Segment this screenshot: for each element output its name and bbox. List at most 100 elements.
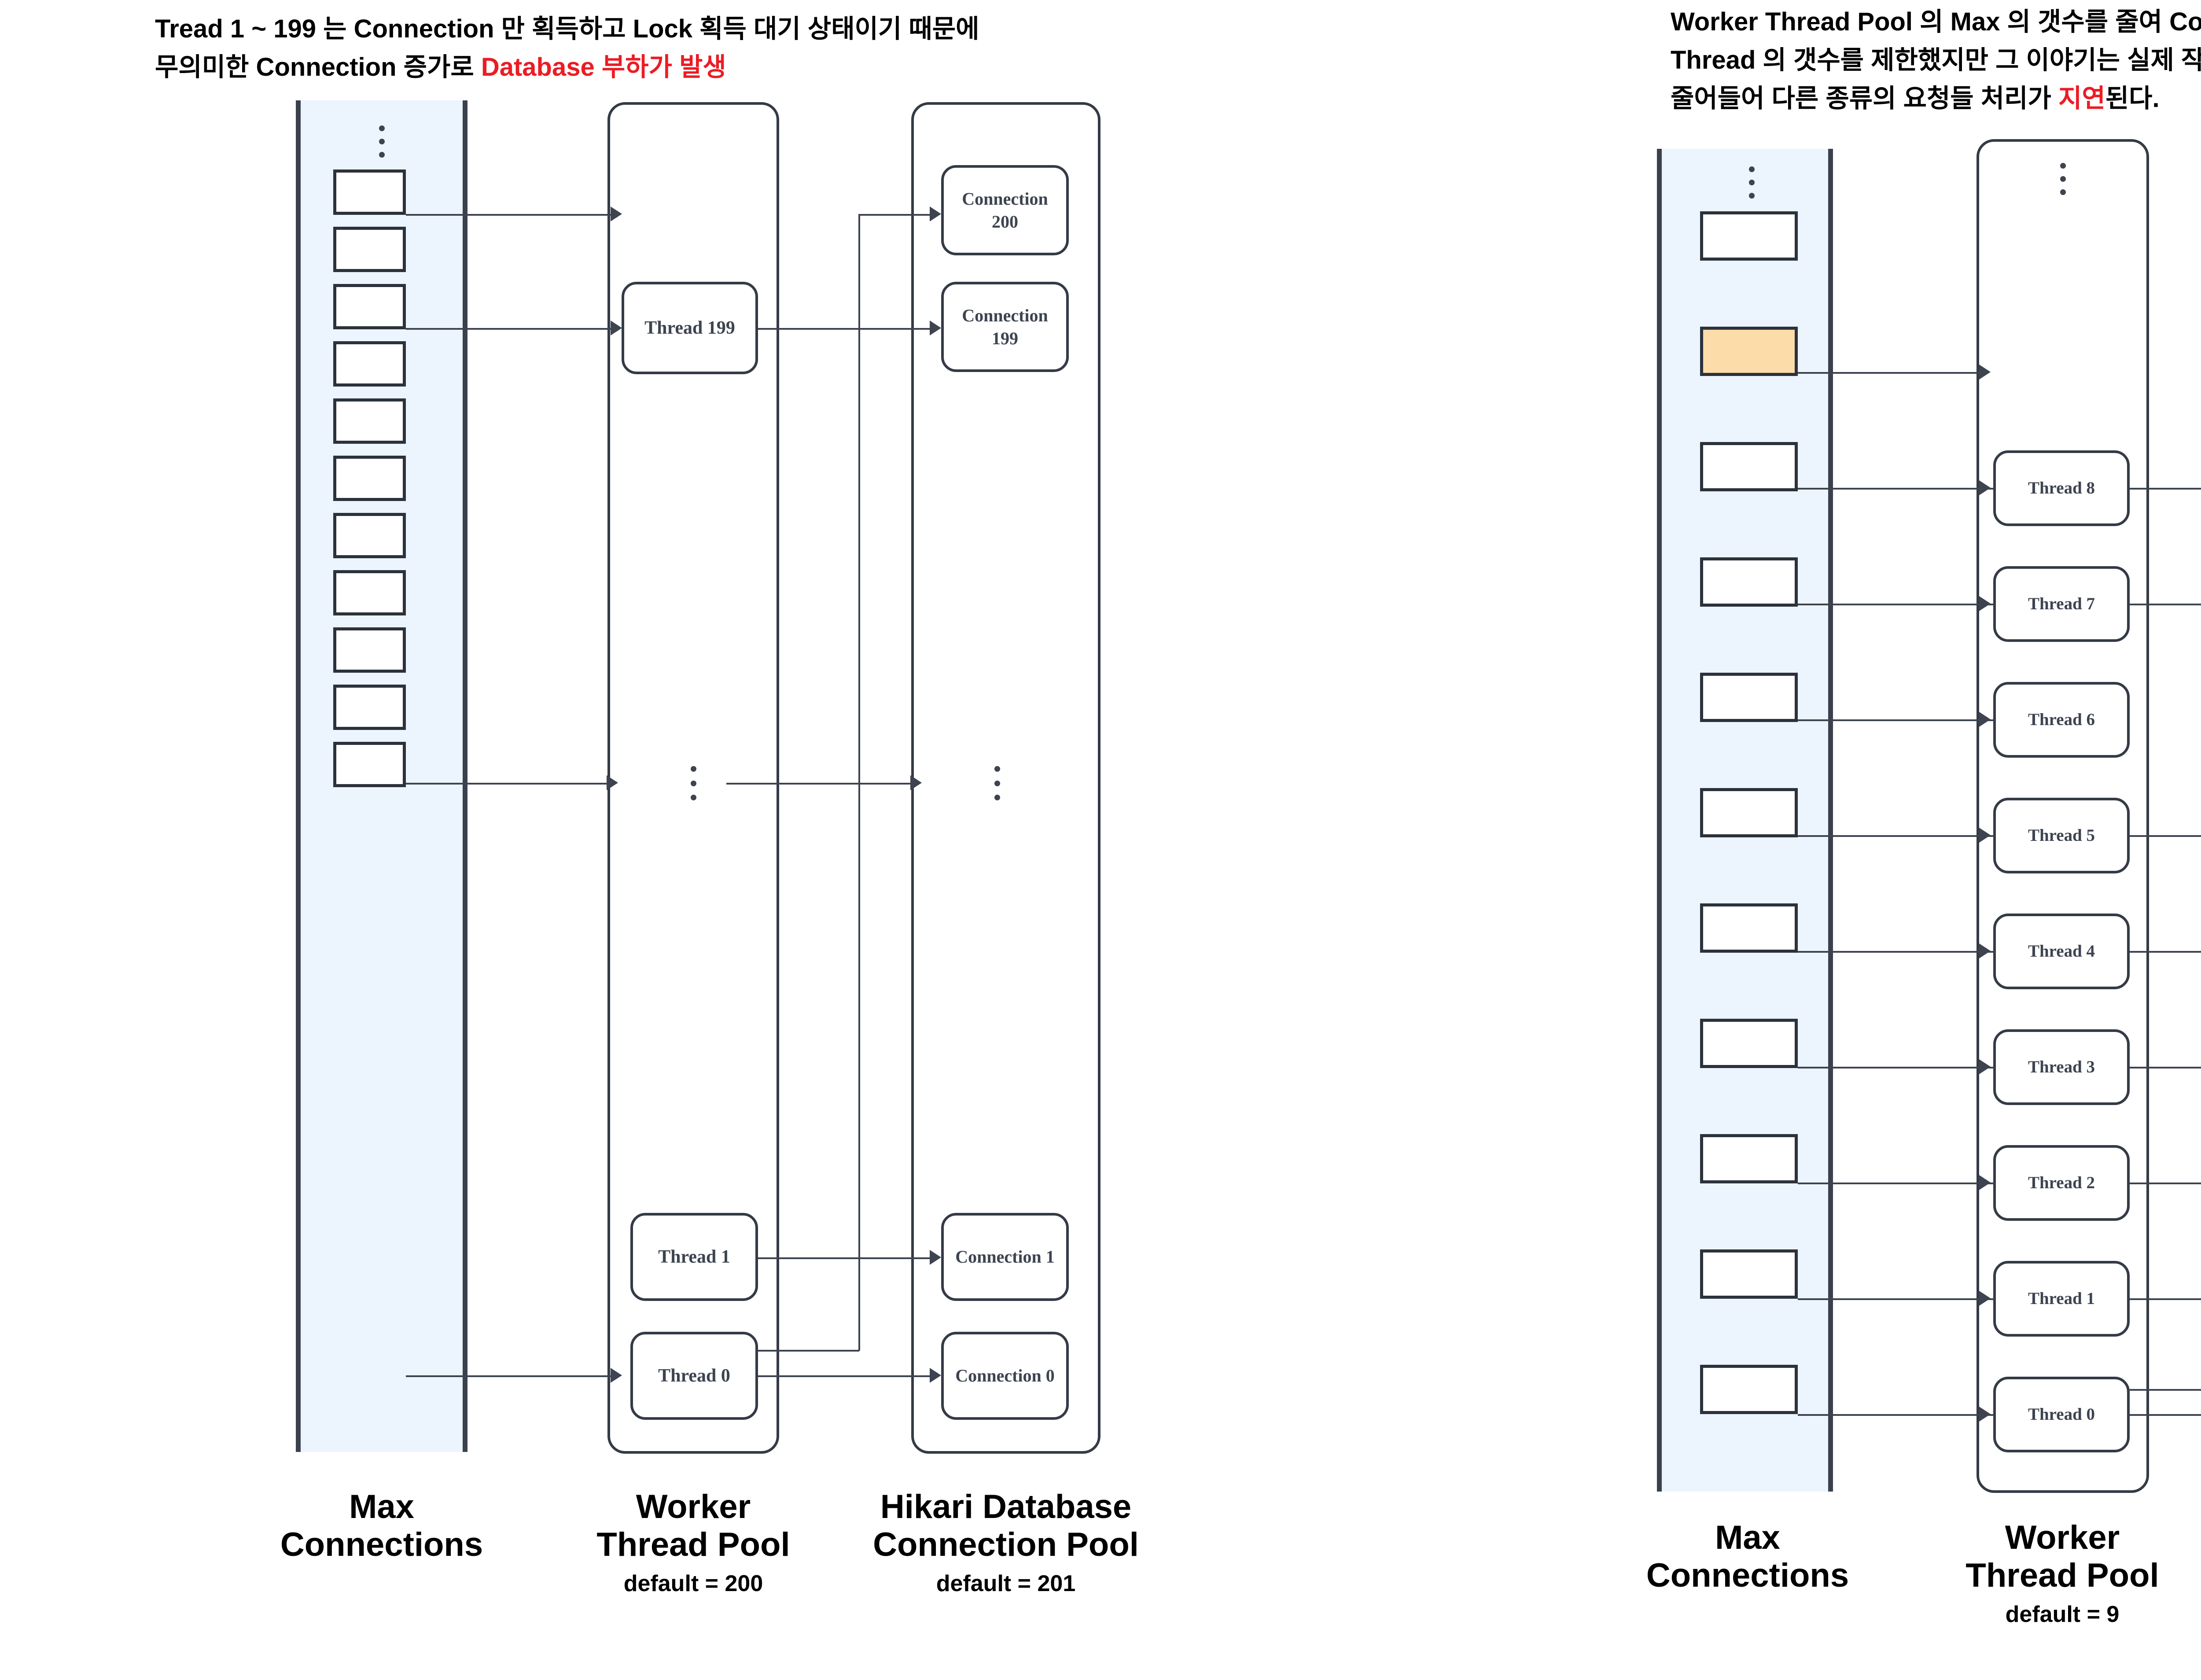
- connector-line: [2130, 951, 2201, 953]
- connector-line: [1798, 719, 1994, 721]
- legend-subtitle: default = 200: [623, 1570, 763, 1596]
- right-caption-line1: Worker Thread Pool 의 Max 의 갯수를 줄여 Connec…: [1671, 7, 2201, 36]
- connector-line: [758, 1350, 859, 1352]
- connector-line: [858, 214, 939, 216]
- left-connection-slot: [333, 284, 406, 329]
- left-connection-slot: [333, 227, 406, 272]
- right-thread-node: Thread 1: [1993, 1261, 2130, 1337]
- left-connection-slot: [333, 742, 406, 787]
- connector-line: [758, 1257, 939, 1259]
- right-max-connections-ellipsis-icon: [1748, 166, 1755, 199]
- left-connection-slot: [333, 513, 406, 558]
- connector-line: [2130, 604, 2201, 605]
- left-worker-thread-pool-legend: Worker Thread Pool default = 200: [568, 1488, 819, 1597]
- connector-line: [2130, 488, 2201, 490]
- right-connection-slot: [1700, 442, 1798, 491]
- connector-arrowhead: [1979, 943, 1991, 958]
- connector-arrowhead: [1979, 596, 1991, 611]
- right-caption: Worker Thread Pool 의 Max 의 갯수를 줄여 Connec…: [1671, 3, 2201, 118]
- connector-line: [858, 214, 860, 1351]
- connector-line: [2130, 1389, 2201, 1391]
- right-caption-line2: Thread 의 갯수를 제한했지만 그 이야기는 실제 작업을 실행할 Thr…: [1671, 46, 2201, 74]
- connector-arrowhead: [1979, 480, 1991, 495]
- right-worker-pool-ellipsis-icon: [2060, 163, 2066, 195]
- right-connection-slot: [1700, 673, 1798, 722]
- right-thread-node: Thread 5: [1993, 798, 2130, 873]
- left-connection-slot: [333, 341, 406, 387]
- left-connection-node: Connection 200: [941, 165, 1069, 255]
- legend-subtitle: default = 10: [2199, 1602, 2201, 1628]
- connector-line: [1798, 835, 1994, 837]
- right-thread-node: Thread 6: [1993, 682, 2130, 758]
- connector-arrowhead: [611, 321, 622, 335]
- right-caption-line3-plain: 줄어들어 다른 종류의 요청들 처리가: [1671, 84, 2058, 113]
- right-hikari-connection-pool-legend: Hikari Database Connection Pool default …: [2199, 1519, 2201, 1628]
- left-connection-slot: [333, 627, 406, 673]
- right-caption-line3-red: 지연: [2058, 84, 2105, 113]
- legend-title-line1: Worker: [2005, 1519, 2120, 1556]
- connector-line: [2130, 1183, 2201, 1184]
- left-connection-slot: [333, 169, 406, 215]
- connector-line: [758, 328, 939, 330]
- left-max-connections-legend: Max Connections: [254, 1488, 509, 1564]
- right-connection-slot: [1700, 1249, 1798, 1299]
- connector-line: [1798, 604, 1994, 605]
- column-left-edge: [1657, 149, 1662, 1492]
- connector-arrowhead: [1979, 365, 1991, 379]
- connector-line: [758, 1375, 939, 1377]
- right-connection-slot: [1700, 1019, 1798, 1068]
- connector-line: [726, 783, 911, 785]
- right-connection-slot-highlighted: [1700, 327, 1798, 376]
- legend-subtitle: default = 9: [2005, 1601, 2120, 1627]
- connector-line: [406, 214, 613, 216]
- right-thread-node: Thread 0: [1993, 1377, 2130, 1452]
- connector-line: [406, 328, 613, 330]
- connector-arrowhead: [910, 775, 922, 790]
- legend-title-line2: Thread Pool: [596, 1525, 790, 1563]
- right-thread-node: Thread 3: [1993, 1029, 2130, 1105]
- left-caption-line2-red: Database 부하가 발생: [481, 53, 726, 81]
- connector-arrowhead: [1979, 1059, 1991, 1074]
- connector-arrowhead: [1979, 1175, 1991, 1190]
- left-connection-node: Connection 199: [941, 282, 1069, 372]
- right-connection-slot: [1700, 788, 1798, 837]
- legend-title-line1: Max: [1715, 1519, 1780, 1556]
- connector-line: [1798, 1067, 1994, 1068]
- right-worker-thread-pool-legend: Worker Thread Pool default = 9: [1937, 1519, 2188, 1628]
- connector-arrowhead: [930, 206, 941, 221]
- connector-arrowhead: [930, 321, 941, 335]
- legend-subtitle: default = 201: [936, 1570, 1076, 1596]
- connector-line: [2130, 1414, 2201, 1416]
- legend-title-line1: Worker: [636, 1488, 751, 1525]
- right-thread-node: Thread 7: [1993, 566, 2130, 642]
- column-right-edge: [463, 100, 467, 1452]
- connector-line: [2130, 1067, 2201, 1068]
- connector-arrowhead: [1979, 1407, 1991, 1422]
- connector-arrowhead: [611, 206, 622, 221]
- connector-arrowhead: [930, 1250, 941, 1265]
- left-thread-node: Thread 199: [622, 282, 758, 374]
- left-max-connections-ellipsis-icon: [379, 125, 385, 158]
- connector-line: [1798, 1183, 1994, 1184]
- legend-title-line2: Connections: [1646, 1556, 1849, 1594]
- right-connection-slot: [1700, 557, 1798, 607]
- connector-line: [1798, 488, 1994, 490]
- right-thread-node: Thread 4: [1993, 914, 2130, 989]
- connector-line: [1798, 1298, 1994, 1300]
- connector-arrowhead: [1979, 712, 1991, 727]
- column-right-edge: [1828, 149, 1833, 1492]
- connector-line: [1798, 1414, 1994, 1416]
- legend-title-line1: Max: [349, 1488, 414, 1525]
- left-worker-pool-ellipsis-icon: [690, 766, 696, 800]
- connector-line: [2130, 1298, 2201, 1300]
- left-connection-slot: [333, 570, 406, 615]
- connector-line: [2130, 835, 2201, 837]
- left-hikari-connection-pool-legend: Hikari Database Connection Pool default …: [832, 1488, 1180, 1597]
- right-connection-slot: [1700, 211, 1798, 261]
- right-connection-slot: [1700, 1134, 1798, 1183]
- connector-arrowhead: [607, 775, 618, 790]
- connector-line: [406, 783, 608, 785]
- connector-arrowhead: [930, 1368, 941, 1383]
- connector-line: [1798, 951, 1994, 953]
